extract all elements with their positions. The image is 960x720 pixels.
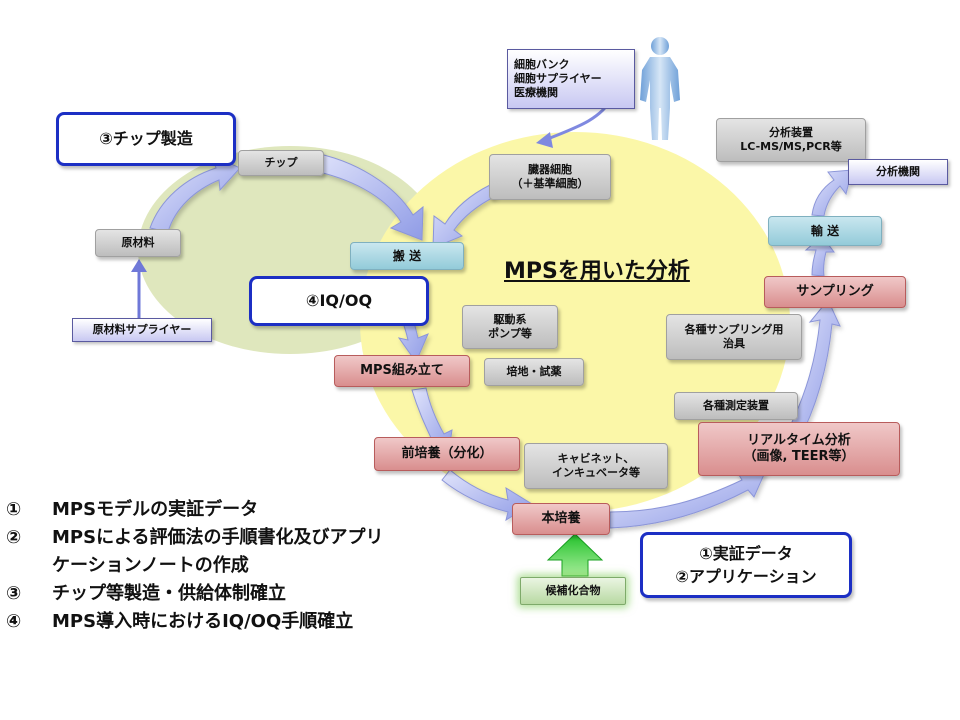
verification-callout: ①実証データ ②アプリケーション	[640, 532, 852, 598]
raw-material-supplier-box: 原材料サプライヤー	[72, 318, 212, 342]
pre-culture-box: 前培養（分化）	[374, 437, 520, 471]
mps-assembly-box: MPS組み立て	[334, 355, 470, 387]
analyzer-box: 分析装置 LC-MS/MS,PCR等	[716, 118, 866, 162]
measurement-devices-box: 各種測定装置	[674, 392, 798, 420]
list-item: ① MPSモデルの実証データ	[6, 496, 486, 524]
list-item: ② MPSによる評価法の手順書化及びアプリ ケーションノートの作成	[6, 524, 486, 580]
transport-box-left: 搬 送	[350, 242, 464, 270]
sampling-box: サンプリング	[764, 276, 906, 308]
list-text: チップ等製造・供給体制確立	[52, 583, 286, 604]
list-number: ③	[6, 583, 22, 604]
list-item: ④ MPS導入時におけるIQ/OQ手順確立	[6, 608, 486, 636]
organ-cells-box: 臓器細胞 （＋基準細胞）	[489, 154, 611, 200]
list-number: ①	[6, 499, 22, 520]
iqoq-callout: ④IQ/OQ	[249, 276, 429, 326]
list-text: MPSモデルの実証データ	[52, 499, 259, 520]
cabinet-incubator-box: キャビネット、 インキュベータ等	[524, 443, 668, 489]
arrow-up-icon	[546, 533, 604, 577]
list-number: ④	[6, 611, 22, 632]
sampling-tools-box: 各種サンプリング用 治具	[666, 314, 802, 360]
candidate-compound-box: 候補化合物	[520, 577, 626, 605]
chip-box: チップ	[238, 150, 324, 176]
supplier-arrow	[131, 259, 147, 318]
transport-box-right: 輸 送	[768, 216, 882, 246]
analysis-institution-box: 分析機関	[848, 159, 948, 185]
drive-pump-box: 駆動系 ポンプ等	[462, 305, 558, 349]
list-number: ②	[6, 527, 22, 548]
list-text: MPS導入時におけるIQ/OQ手順確立	[52, 611, 354, 632]
realtime-analysis-box: リアルタイム分析 （画像, TEER等）	[698, 422, 900, 476]
medium-reagent-box: 培地・試薬	[484, 358, 584, 386]
cell-bank-box: 細胞バンク 細胞サプライヤー 医療機関	[507, 49, 635, 109]
chip-manufacturing-callout: ③チップ製造	[56, 112, 236, 166]
list-text: MPSによる評価法の手順書化及びアプリ ケーションノートの作成	[52, 527, 384, 576]
goals-list: ① MPSモデルの実証データ ② MPSによる評価法の手順書化及びアプリ ケーシ…	[6, 496, 486, 636]
main-culture-box: 本培養	[512, 503, 610, 535]
list-item: ③ チップ等製造・供給体制確立	[6, 580, 486, 608]
analysis-cycle-arrows	[411, 169, 853, 529]
human-figure-icon	[640, 37, 680, 140]
center-title: MPSを用いた分析	[504, 259, 690, 284]
raw-material-box: 原材料	[95, 229, 181, 257]
